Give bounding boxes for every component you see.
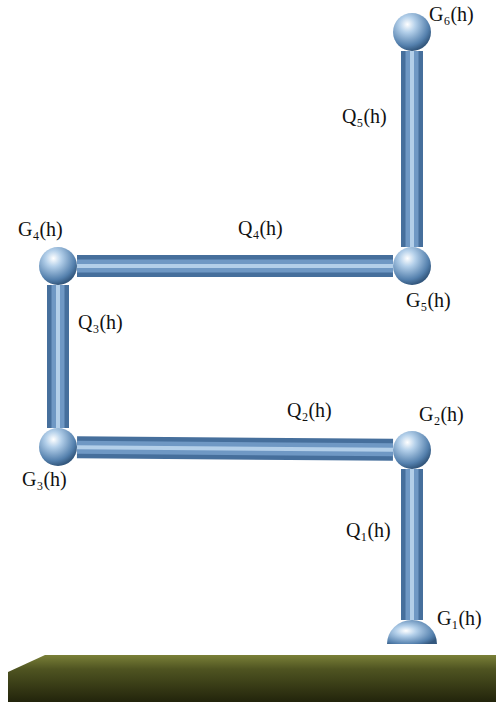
link-label: Q₅(h) xyxy=(342,104,387,128)
link-tube xyxy=(412,469,413,620)
joint-sphere xyxy=(393,431,431,469)
link-tube-highlight xyxy=(410,51,414,247)
joint: G₂(h) xyxy=(393,431,431,469)
link-tube xyxy=(401,469,423,620)
joint: G₅(h) xyxy=(393,247,431,285)
link-tube xyxy=(401,51,423,247)
ground-plane xyxy=(8,655,496,702)
link-tube-shade xyxy=(406,469,419,620)
joint: G₄(h) xyxy=(39,247,77,285)
link-tube-shade xyxy=(406,51,419,247)
joint-label: G₁(h) xyxy=(437,606,482,630)
base-joint-dome xyxy=(387,620,437,644)
link-label: Q₄(h) xyxy=(238,216,283,240)
joint-sphere xyxy=(39,247,77,285)
link-tube xyxy=(47,285,69,428)
base-joint-dome xyxy=(387,620,437,644)
link-tube-shade xyxy=(52,285,65,428)
joint-label: G₂(h) xyxy=(419,402,464,426)
link-tube-shade xyxy=(77,447,393,450)
link-tube xyxy=(77,447,393,450)
link-tube xyxy=(77,255,393,277)
joint-label: G₃(h) xyxy=(22,467,67,491)
joint-sphere xyxy=(39,247,77,285)
joint: G₆(h) xyxy=(393,13,431,51)
link-label: Q₃(h) xyxy=(78,310,123,334)
link-tube-highlight xyxy=(410,469,414,620)
link-label: Q₂(h) xyxy=(287,398,332,422)
joint-sphere xyxy=(393,247,431,285)
link-tube xyxy=(412,51,413,247)
link-tube-highlight xyxy=(77,264,393,268)
link-tube xyxy=(58,285,59,428)
joint: G₃(h) xyxy=(39,428,77,466)
joint-sphere xyxy=(39,428,77,466)
link-tube-highlight xyxy=(77,447,393,450)
joint-sphere xyxy=(393,13,431,51)
joint-label: G₄(h) xyxy=(18,217,63,241)
joint-sphere xyxy=(393,13,431,51)
joint-label: G₆(h) xyxy=(429,2,474,26)
joint-sphere xyxy=(393,247,431,285)
link-tube xyxy=(77,266,393,267)
joint-label: G₅(h) xyxy=(406,288,451,312)
link-tube-shade xyxy=(77,260,393,273)
link-tube xyxy=(77,447,393,450)
joint: G₁(h) xyxy=(387,620,437,644)
joint-sphere xyxy=(393,431,431,469)
link-label: Q₁(h) xyxy=(346,518,391,542)
joint-sphere xyxy=(39,428,77,466)
link-tube-highlight xyxy=(56,285,60,428)
